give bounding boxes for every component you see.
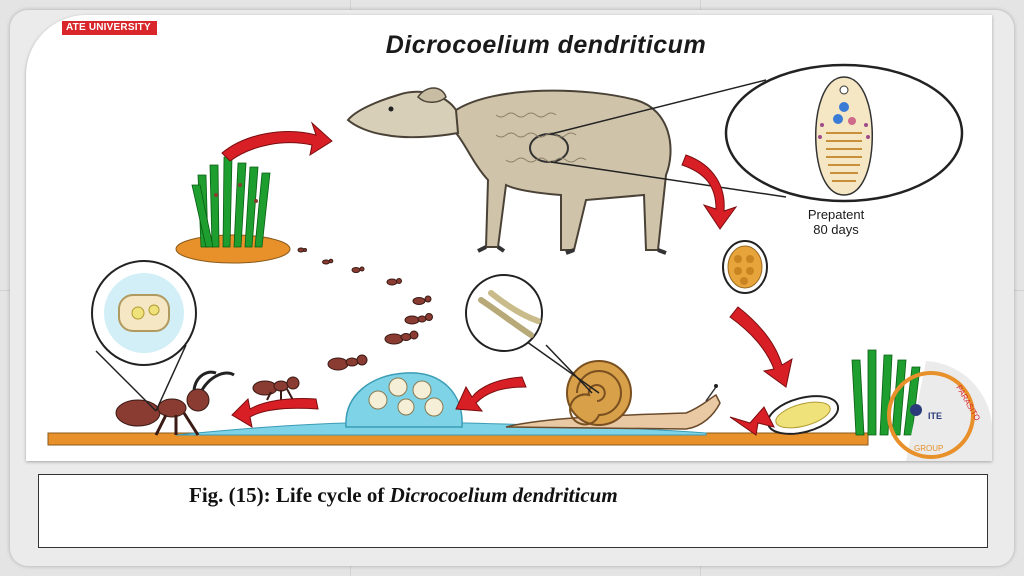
prepatent-line2: 80 days — [788, 222, 884, 237]
arrow-icon — [222, 123, 332, 161]
logo-text-middle: ITE — [928, 411, 942, 421]
arrow-icon — [730, 407, 774, 435]
caption-box: Fig. (15): Life cycle of Dicrocoelium de… — [38, 474, 988, 548]
egg-icon — [723, 241, 767, 293]
prepatent-line1: Prepatent — [788, 207, 884, 222]
university-banner: ATE UNIVERSITY — [62, 21, 157, 35]
logo-text-bottom: GROUP — [914, 444, 943, 453]
prepatent-label: Prepatent 80 days — [788, 207, 884, 237]
arrow-icon — [232, 398, 318, 427]
slime-ball-icon — [346, 373, 462, 427]
arrow-icon — [730, 307, 792, 387]
figure-panel: PARASITO ITE GROUP ATE UNIVERSITY Dicroc… — [26, 15, 992, 461]
ant-icon — [253, 377, 299, 400]
figure-caption: Fig. (15): Life cycle of Dicrocoelium de… — [189, 483, 618, 508]
ant-icon — [413, 296, 431, 305]
metacercaria-icon — [92, 261, 196, 365]
life-cycle-diagram: PARASITO ITE GROUP — [26, 15, 992, 461]
ant-icon — [405, 314, 433, 325]
caption-prefix: Fig. (15): Life cycle of — [189, 483, 390, 507]
fluke-icon — [726, 65, 962, 201]
cercariae-icon — [466, 275, 542, 351]
arrow-icon — [456, 377, 526, 411]
ant-icon — [385, 331, 418, 344]
ant-icon — [116, 372, 234, 435]
arrow-icon — [682, 155, 736, 229]
diagram-title: Dicrocoelium dendriticum — [296, 31, 796, 60]
ant-icon — [323, 259, 333, 264]
ant-icon — [328, 355, 367, 370]
caption-species: Dicrocoelium dendriticum — [390, 483, 618, 507]
grass-icon — [176, 157, 290, 263]
ant-icon — [352, 267, 364, 273]
ant-icon — [387, 279, 402, 286]
snail-icon — [506, 361, 720, 429]
sheep-icon — [348, 88, 671, 253]
ant-icon — [298, 248, 307, 252]
